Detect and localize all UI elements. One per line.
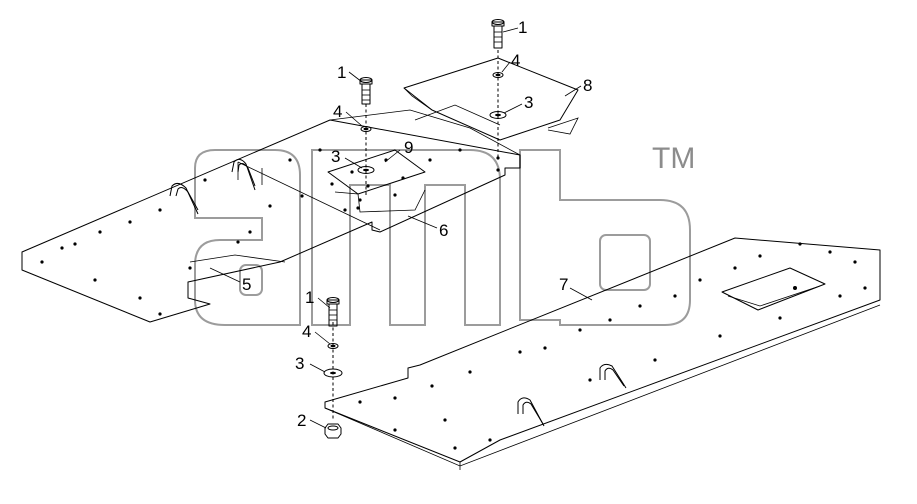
callout-1-upper-left: 1 — [337, 63, 346, 82]
cover-plate-9 — [327, 149, 426, 213]
assembly-axes — [332, 50, 499, 420]
callout-4-upper-right: 4 — [511, 51, 520, 70]
callout-6: 6 — [439, 221, 448, 240]
leader-lines — [209, 27, 593, 429]
callout-3-upper-left: 3 — [331, 147, 340, 166]
callout-7: 7 — [559, 275, 568, 294]
callout-labels: 1 1 1 4 4 4 3 3 3 8 9 6 5 7 2 — [242, 18, 592, 430]
callout-2: 2 — [297, 411, 306, 430]
floor-panel-right — [324, 237, 881, 470]
callout-1-lower: 1 — [305, 288, 314, 307]
floor-panel-left — [21, 109, 521, 323]
fastener-stack-lower — [323, 297, 343, 439]
cover-plate-8 — [403, 57, 579, 141]
watermark-tm: TM — [652, 142, 695, 175]
fastener-stack-upper-right — [489, 19, 507, 119]
callout-4-lower: 4 — [302, 322, 311, 341]
watermark-logo: TM — [194, 142, 695, 326]
callout-1-upper-right: 1 — [518, 18, 527, 37]
callout-3-upper-right: 3 — [524, 93, 533, 112]
callout-9: 9 — [404, 138, 413, 157]
callout-3-lower: 3 — [295, 354, 304, 373]
callout-4-upper-left: 4 — [333, 102, 342, 121]
callout-5: 5 — [242, 275, 251, 294]
fastener-stack-upper-left — [357, 77, 375, 174]
callout-8: 8 — [583, 76, 592, 95]
